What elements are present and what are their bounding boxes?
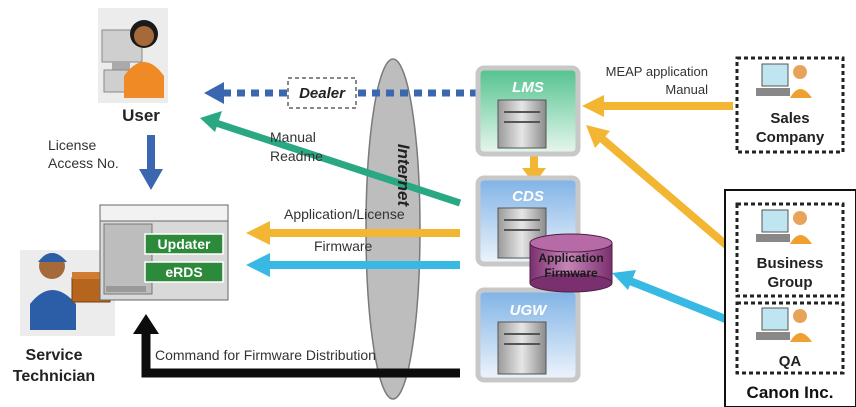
business-group-box xyxy=(735,202,845,298)
cds-label: CDS xyxy=(512,188,544,205)
license-label-2: Access No. xyxy=(48,155,119,171)
technician-label-1: Service xyxy=(26,347,83,364)
user-figure xyxy=(98,8,168,103)
license-arrow xyxy=(139,135,163,190)
manual-label-2: Readme xyxy=(270,148,323,164)
meap-label-1: MEAP application xyxy=(606,64,708,79)
qa-label: QA xyxy=(779,353,802,370)
erds-label: eRDS xyxy=(165,264,202,280)
dealer-box xyxy=(287,77,357,109)
user-label: User xyxy=(122,106,160,125)
sales-label-1: Sales xyxy=(770,110,809,127)
updater-box xyxy=(144,233,224,255)
sales-company-box xyxy=(735,56,845,154)
internet-label: Internet xyxy=(394,144,413,208)
command-label: Command for Firmware Distribution xyxy=(155,347,376,363)
meap-label-2: Manual xyxy=(665,82,708,97)
firmware-arrow xyxy=(246,253,460,277)
qa-to-db-arrow xyxy=(612,270,735,326)
manual-arrow xyxy=(200,111,462,207)
canon-label: Canon Inc. xyxy=(747,383,834,402)
qa-box xyxy=(735,301,845,375)
license-label-1: License xyxy=(48,137,96,153)
manual-label-1: Manual xyxy=(270,129,316,145)
ugw-label: UGW xyxy=(510,302,549,319)
erds-box xyxy=(144,261,224,283)
dealer-label: Dealer xyxy=(299,85,346,102)
dealer-arrow xyxy=(204,82,478,104)
db-label-2: Firmware xyxy=(544,266,598,280)
app-license-label: Application/License xyxy=(284,206,405,222)
updater-label: Updater xyxy=(158,236,211,252)
business-label-1: Business xyxy=(757,255,824,272)
technician-label-2: Technician xyxy=(13,368,95,385)
lms-server xyxy=(475,65,581,157)
sales-label-2: Company xyxy=(756,129,825,146)
lms-label: LMS xyxy=(512,79,544,96)
app-license-arrow xyxy=(246,221,460,245)
firmware-label: Firmware xyxy=(314,238,373,254)
app-firmware-database xyxy=(529,233,613,293)
ugw-server xyxy=(475,287,581,383)
command-arrow xyxy=(133,314,460,378)
business-label-2: Group xyxy=(768,274,813,291)
business-to-lms-arrow xyxy=(586,125,735,254)
sales-to-lms-arrow xyxy=(582,95,733,117)
db-label-1: Application xyxy=(538,251,603,265)
